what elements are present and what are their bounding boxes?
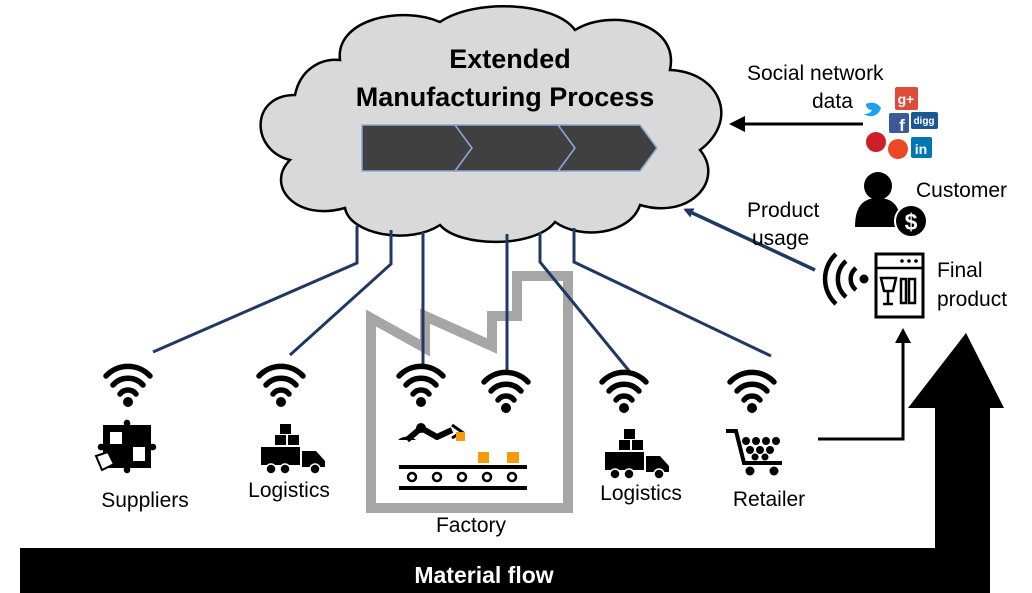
- wifi-icon: [106, 366, 150, 407]
- product-usage: Product usage: [683, 199, 820, 272]
- cloud-title-line1: Extended: [449, 44, 571, 74]
- link-logistics-in: [288, 230, 393, 357]
- wifi-icon: [484, 372, 528, 413]
- google-plus-text: g+: [898, 91, 915, 107]
- material-flow-arrow: [20, 333, 1004, 593]
- node-retailer: Retailer: [726, 372, 805, 511]
- label-suppliers: Suppliers: [101, 489, 189, 512]
- label-logistics-in: Logistics: [248, 479, 330, 502]
- factory-outline: [366, 271, 573, 513]
- stumbleupon-icon: [888, 139, 908, 159]
- node-suppliers: Suppliers: [94, 366, 189, 512]
- truck-icon: [604, 428, 670, 480]
- final-product-label-line2: product: [937, 288, 1007, 311]
- cloud-title-line2: Manufacturing Process: [356, 82, 655, 112]
- retailer-to-product-arrow: [818, 328, 911, 441]
- node-factory: Factory: [398, 366, 528, 537]
- process-chevron-3: [556, 124, 658, 172]
- link-suppliers: [152, 226, 359, 354]
- product-usage-arrow: [683, 208, 816, 272]
- google-plus-icon: [895, 87, 918, 110]
- pinterest-icon: [866, 132, 886, 152]
- social-icons-cluster: g+ f digg in: [864, 87, 938, 159]
- cloud-links: [152, 226, 772, 373]
- process-chevrons: [361, 124, 658, 172]
- social-label-line1: Social network: [747, 62, 884, 85]
- wifi-icon: [602, 372, 646, 413]
- dollar-symbol: $: [905, 209, 918, 235]
- linkedin-text: in: [915, 141, 927, 157]
- wifi-icon: [730, 372, 774, 413]
- product-usage-label-line2: usage: [752, 227, 809, 250]
- node-logistics-in: Logistics: [248, 366, 330, 502]
- truck-icon: [260, 423, 326, 475]
- social-network: Social network data g+ f digg in: [729, 62, 938, 159]
- cloud-shape: [259, 5, 723, 244]
- linkedin-icon: [911, 137, 932, 158]
- label-logistics-out: Logistics: [600, 482, 682, 505]
- robot-arm-icon: [398, 423, 465, 443]
- shopping-cart-icon: [726, 429, 782, 476]
- label-retailer: Retailer: [733, 488, 805, 511]
- customer: $ Customer: [855, 172, 1007, 238]
- label-factory: Factory: [436, 514, 507, 537]
- material-flow: Material flow: [20, 333, 1004, 593]
- material-flow-label: Material flow: [414, 562, 553, 588]
- link-retailer: [572, 228, 772, 358]
- digg-icon: [911, 112, 938, 129]
- cloud: Extended Manufacturing Process: [259, 5, 723, 244]
- conveyor-belt-icon: [399, 465, 527, 490]
- dishwasher-icon: [874, 252, 925, 319]
- final-product-label-line1: Final: [937, 259, 983, 282]
- product-usage-label-line1: Product: [747, 199, 820, 222]
- signal-waves-icon: [822, 252, 869, 306]
- dollar-coin-icon: $: [894, 204, 928, 238]
- facebook-icon: [889, 113, 909, 133]
- twitter-bird-icon: [864, 102, 881, 117]
- process-chevron-1: [361, 124, 473, 172]
- final-product: Final product: [822, 252, 1007, 319]
- social-label-line2: data: [812, 90, 853, 113]
- node-logistics-out: Logistics: [600, 372, 682, 505]
- link-logistics-out: [538, 232, 632, 373]
- customer-person-icon: [855, 172, 901, 227]
- social-arrow: [729, 116, 863, 132]
- process-chevron-2: [453, 124, 576, 172]
- product-boxes: [456, 432, 519, 463]
- puzzle-icon: [94, 419, 157, 474]
- digg-text: digg: [913, 116, 934, 127]
- wifi-icon: [399, 366, 443, 407]
- customer-label: Customer: [916, 179, 1007, 202]
- wifi-icon: [259, 366, 303, 407]
- facebook-text: f: [899, 116, 905, 135]
